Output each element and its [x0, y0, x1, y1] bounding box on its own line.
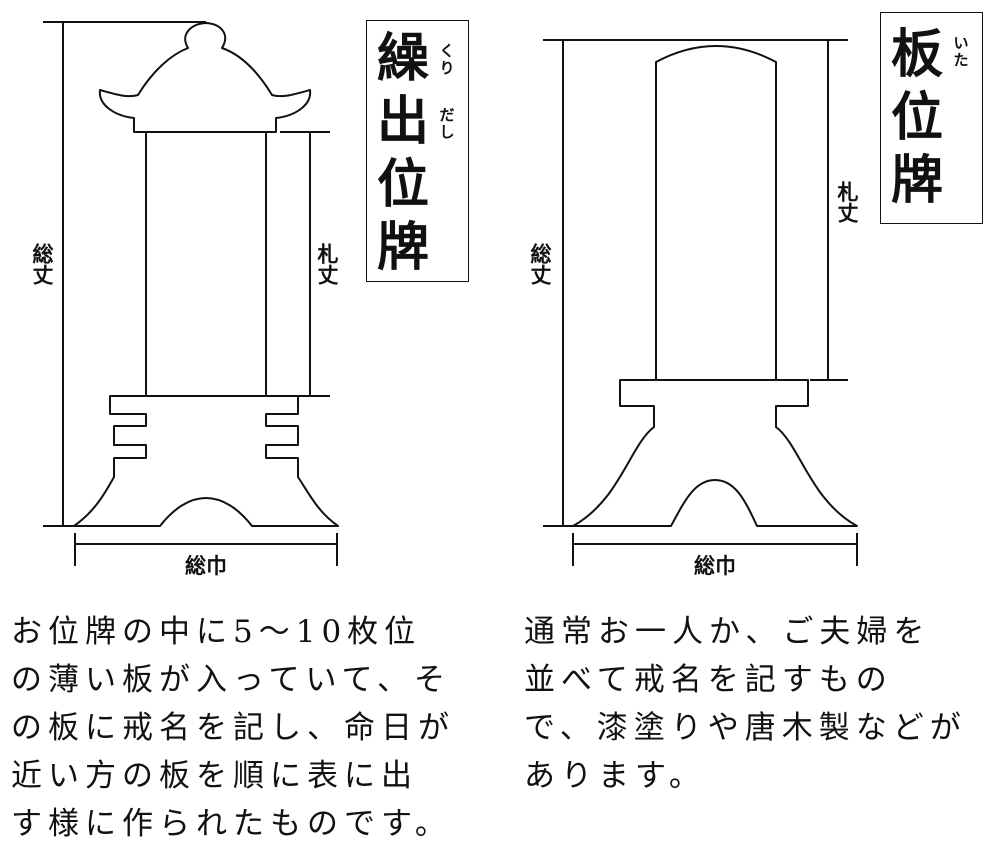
- left-total-height-label: 総丈: [30, 242, 54, 286]
- left-ruby-dashi: だ し: [437, 107, 457, 141]
- right-total-height-label: 総丈: [528, 242, 552, 286]
- left-total-width-label: 総巾: [185, 554, 227, 578]
- left-title: 繰 出 位 牌: [375, 27, 431, 279]
- description-line: 並べて戒名を記すもの: [524, 662, 893, 698]
- description-line: あります。: [524, 758, 706, 794]
- ruby-char: た: [953, 51, 969, 69]
- ruby-char: い: [953, 34, 969, 52]
- left-title-char: 繰: [376, 28, 429, 89]
- right-total-width-label: 総巾: [694, 554, 736, 578]
- description-line: お位牌の中に5〜10枚位: [11, 614, 422, 650]
- left-title-box: 繰 出 位 牌 く り だ し: [366, 20, 469, 282]
- left-description: お位牌の中に5〜10枚位 の薄い板が入っていて、そ の板に戒名を記し、命日が 近…: [11, 608, 486, 848]
- right-ruby-ita: い た: [951, 35, 971, 69]
- right-description: 通常お一人か、ご夫婦を 並べて戒名を記すもの で、漆塗りや唐木製などが あります…: [524, 608, 994, 800]
- left-plate-height-label: 札丈: [315, 242, 340, 286]
- description-line: の薄い板が入っていて、そ: [11, 662, 451, 698]
- description-line: で、漆塗りや唐木製などが: [524, 710, 967, 746]
- left-ruby-kuri: く り: [437, 43, 457, 77]
- right-title: 板 位 牌: [889, 23, 945, 212]
- right-plate-body: [655, 45, 777, 381]
- left-title-char: 牌: [376, 217, 429, 278]
- ruby-char: だ: [439, 106, 455, 124]
- ruby-char: く: [439, 42, 455, 60]
- ruby-char: し: [439, 123, 455, 141]
- ruby-char: り: [439, 59, 455, 77]
- description-line: す様に作られたものです。: [11, 806, 452, 842]
- right-title-char: 板: [890, 24, 943, 85]
- right-title-box: 板 位 牌 い た: [880, 12, 983, 224]
- right-title-char: 牌: [890, 150, 943, 211]
- left-roof-shape: [98, 22, 312, 133]
- left-title-char: 位: [376, 154, 429, 215]
- left-title-char: 出: [376, 91, 429, 152]
- description-line: 通常お一人か、ご夫婦を: [524, 614, 931, 650]
- description-line: の板に戒名を記し、命日が: [11, 710, 455, 746]
- right-pedestal: [572, 379, 858, 527]
- description-line: 近い方の板を順に表に出: [11, 758, 418, 794]
- left-plate-body: [145, 131, 267, 397]
- right-plate-height-label: 札丈: [835, 180, 860, 224]
- right-title-char: 位: [890, 87, 943, 148]
- left-pedestal: [73, 395, 339, 527]
